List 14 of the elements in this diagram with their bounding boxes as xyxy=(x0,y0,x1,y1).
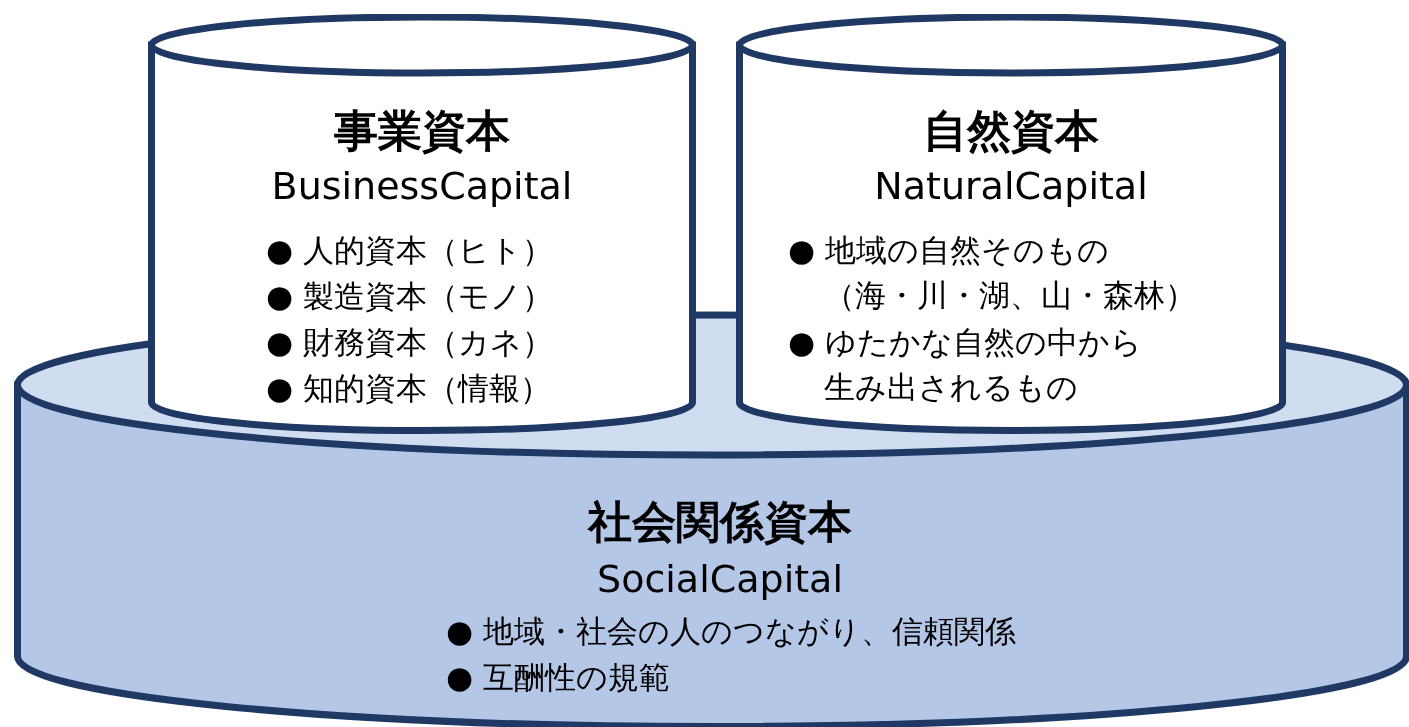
subtitle: NaturalCapital xyxy=(874,164,1148,208)
bullet-item: ● 人的資本（ヒト） xyxy=(266,231,553,270)
subtitle: SocialCapital xyxy=(597,557,843,601)
bullet-item: ● 製造資本（モノ） xyxy=(266,277,553,316)
bullet-item: ● 互酬性の規範 xyxy=(446,658,670,697)
subtitle: BusinessCapital xyxy=(271,164,573,208)
bullet-item: ● 知的資本（情報） xyxy=(266,369,551,408)
bullet-item: ● 財務資本（カネ） xyxy=(266,323,553,362)
heading: 自然資本 xyxy=(923,104,1099,158)
bullet-item: ● 地域の自然そのもの（海・川・湖、山・森林） xyxy=(788,231,1196,315)
heading: 事業資本 xyxy=(334,104,510,158)
heading: 社会関係資本 xyxy=(588,495,852,549)
bullet-item: ● ゆたかな自然の中から生み出されるもの xyxy=(788,323,1142,407)
bullet-item: ● 地域・社会の人のつながり、信頼関係 xyxy=(446,612,1016,651)
